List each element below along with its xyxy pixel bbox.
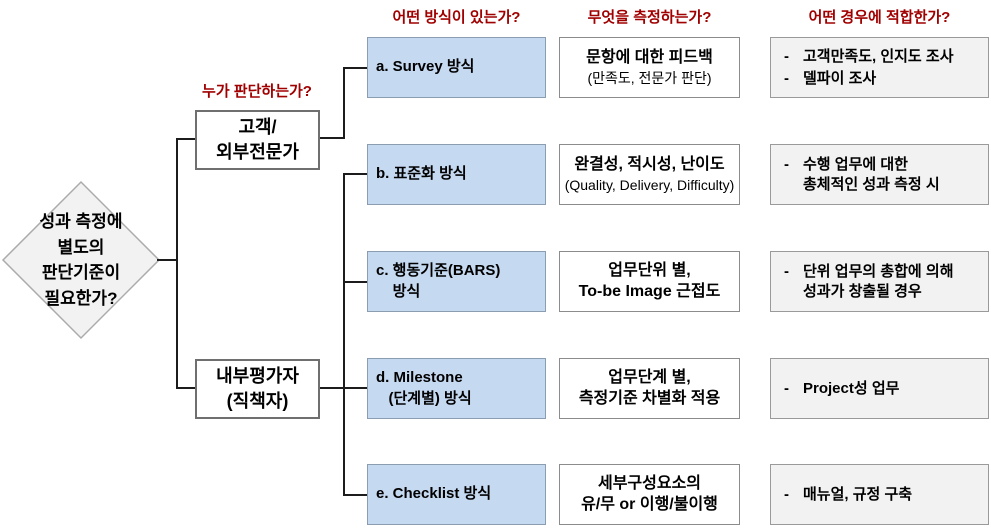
connector-external-vertical [343,67,345,139]
method-column-header: 어떤 방식이 있는가? [392,9,521,26]
fit-bullet: - 단위 업무의 총합에 의해 성과가 창출될 경우 [784,262,988,301]
bullet-dash: - [784,70,789,87]
method-box-survey: a. Survey 방식 [367,37,546,98]
fit-box-checklist: - 매뉴얼, 규정 구축 [770,464,989,525]
fit-bullet: - 수행 업무에 대한 총체적인 성과 측정 시 [784,155,988,194]
connector-to-internal-branch [176,387,195,389]
fit-bullet: - Project성 업무 [784,379,988,399]
measure-column-header: 무엇을 측정하는가? [587,9,712,26]
measure-box-checklist: 세부구성요소의 유/무 or 이행/불이행 [559,464,740,525]
fit-box-standardized: - 수행 업무에 대한 총체적인 성과 측정 시 [770,144,989,205]
bullet-dash: - [784,379,789,397]
method-box-milestone: d. Milestone (단계별) 방식 [367,358,546,419]
method-box-bars: c. 행동기준(BARS) 방식 [367,251,546,312]
fit-column-header: 어떤 경우에 적합한가? [808,9,951,26]
connector-internal-to-method-d [316,387,367,389]
measure-line1: 업무단위 별, [608,261,691,279]
measure-box-bars: 업무단위 별, To-be Image 근접도 [559,251,740,312]
measure-box-milestone: 업무단계 별, 측정기준 차별화 적용 [559,358,740,419]
measure-line2: To-be Image 근접도 [578,282,721,300]
fit-item: 단위 업무의 총합에 의해 성과가 창출될 경우 [803,263,954,300]
fit-bullet: - 고객만족도, 인지도 조사 [784,47,988,67]
connector-diamond-to-trunk [157,259,177,261]
connector-to-external-branch [176,138,195,140]
measure-line2: 유/무 or 이행/불이행 [581,495,718,513]
measure-line1: 세부구성요소의 [597,474,702,492]
connector-to-method-c [343,281,367,283]
branch-external-evaluator: 고객/ 외부전문가 [195,110,320,170]
branch-internal-evaluator: 내부평가자 (직책자) [195,359,320,419]
fit-item: Project성 업무 [803,379,900,397]
connector-trunk-right-vertical [343,173,345,496]
measure-line1: 완결성, 적시성, 난이도 [574,156,725,173]
connector-external-out [316,137,345,139]
fit-box-bars: - 단위 업무의 총합에 의해 성과가 창출될 경우 [770,251,989,312]
bullet-dash: - [784,47,789,65]
bullet-dash: - [784,263,789,280]
measure-line2: (Quality, Delivery, Difficulty) [564,176,735,193]
connector-to-method-b [343,173,367,175]
measure-line2: 측정기준 차별화 적용 [578,389,721,407]
fit-box-survey: - 고객만족도, 인지도 조사 - 델파이 조사 [770,37,989,98]
connector-to-method-a [343,67,367,69]
measure-box-survey: 문항에 대한 피드백 (만족도, 전문가 판단) [559,37,740,98]
connector-trunk-left-vertical [176,138,178,389]
measure-box-standardized: 완결성, 적시성, 난이도 (Quality, Delivery, Diffic… [559,144,740,205]
fit-box-milestone: - Project성 업무 [770,358,989,419]
method-box-checklist: e. Checklist 방식 [367,464,546,525]
connector-to-method-e [343,494,367,496]
bullet-dash: - [784,485,789,503]
bullet-dash: - [784,156,789,173]
fit-item: 수행 업무에 대한 총체적인 성과 측정 시 [803,156,940,193]
measure-line2: (만족도, 전문가 판단) [587,69,712,86]
method-box-standardized: b. 표준화 방식 [367,144,546,205]
fit-item: 고객만족도, 인지도 조사 [803,47,954,65]
measure-line1: 업무단계 별, [608,368,691,386]
fit-bullet: - 델파이 조사 [784,69,988,89]
measure-line1: 문항에 대한 피드백 [586,49,713,66]
fit-item: 델파이 조사 [803,70,877,87]
who-judges-header: 누가 판단하는가? [202,83,312,100]
decision-question: 성과 측정에 별도의 판단기준이 필요한가? [39,212,123,308]
fit-bullet: - 매뉴얼, 규정 구축 [784,485,988,505]
fit-item: 매뉴얼, 규정 구축 [803,485,913,503]
